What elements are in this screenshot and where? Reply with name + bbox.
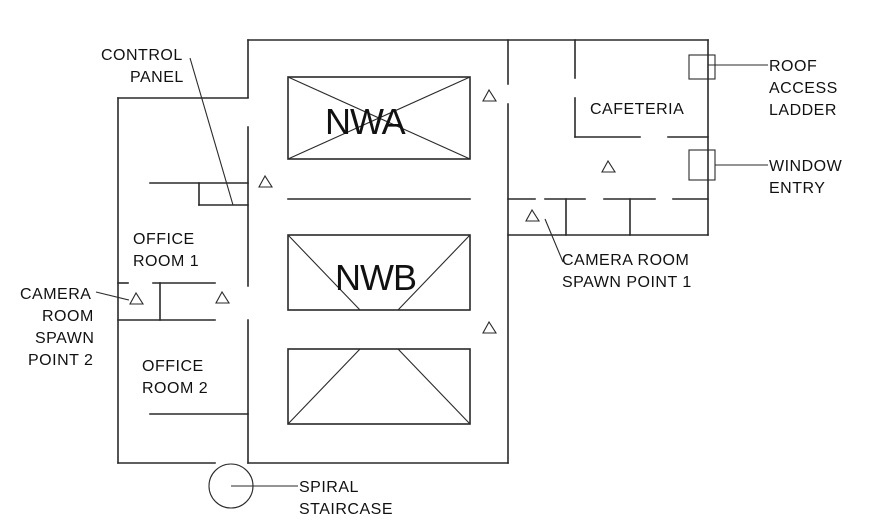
svg-text:SPAWN: SPAWN xyxy=(35,330,94,347)
storage-box[interactable] xyxy=(287,348,471,425)
cafeteria-label: CAFETERIA xyxy=(590,101,684,118)
triangle-marker-icon xyxy=(482,88,498,102)
svg-text:ROOM: ROOM xyxy=(42,308,94,325)
triangle-marker-icon xyxy=(601,159,617,173)
triangle-marker-icon xyxy=(129,291,145,305)
triangle-marker-icon xyxy=(525,208,541,222)
svg-text:ACCESS: ACCESS xyxy=(769,80,838,97)
office-room-2-label: OFFICE ROOM 2 xyxy=(142,358,208,397)
svg-text:SPAWN POINT 1: SPAWN POINT 1 xyxy=(562,274,692,291)
triangle-markers xyxy=(129,88,617,334)
triangle-marker-icon xyxy=(215,290,231,304)
svg-text:OFFICE: OFFICE xyxy=(142,358,204,375)
central-building-walls xyxy=(247,39,709,464)
camera-room-spawn-point-2-label: CAMERA ROOM SPAWN POINT 2 xyxy=(20,286,94,369)
nwa-label: NWA xyxy=(325,101,406,142)
svg-text:CAMERA: CAMERA xyxy=(20,286,91,303)
west-wing-walls xyxy=(117,97,249,464)
svg-text:ROOM 1: ROOM 1 xyxy=(133,253,199,270)
spawn-2-leader xyxy=(95,291,130,301)
camera-room-spawn-point-1-label: CAMERA ROOM SPAWN POINT 1 xyxy=(562,252,692,291)
roof-access-ladder-label: ROOF ACCESS LADDER xyxy=(769,58,838,119)
roof-access-ladder-icon[interactable] xyxy=(688,54,716,80)
svg-text:STAIRCASE: STAIRCASE xyxy=(299,501,393,518)
control-panel-leader xyxy=(189,57,234,206)
nwb-box[interactable]: NWB xyxy=(287,234,471,311)
svg-text:OFFICE: OFFICE xyxy=(133,231,195,248)
svg-text:CAMERA ROOM: CAMERA ROOM xyxy=(562,252,689,269)
svg-text:PANEL: PANEL xyxy=(130,69,184,86)
window-entry-label: WINDOW ENTRY xyxy=(769,158,843,197)
svg-text:SPIRAL: SPIRAL xyxy=(299,479,359,496)
svg-text:WINDOW: WINDOW xyxy=(769,158,843,175)
svg-text:POINT 2: POINT 2 xyxy=(28,352,93,369)
window-entry-icon[interactable] xyxy=(688,149,716,181)
svg-text:LADDER: LADDER xyxy=(769,102,837,119)
svg-text:CONTROL: CONTROL xyxy=(101,47,183,64)
triangle-marker-icon xyxy=(258,174,274,188)
triangle-marker-icon xyxy=(482,320,498,334)
svg-text:ROOM 2: ROOM 2 xyxy=(142,380,208,397)
svg-text:ROOF: ROOF xyxy=(769,58,817,75)
spiral-staircase-label: SPIRAL STAIRCASE xyxy=(299,479,393,518)
svg-text:ENTRY: ENTRY xyxy=(769,180,825,197)
east-wing-walls xyxy=(507,39,709,236)
nwb-label: NWB xyxy=(335,257,416,298)
nwa-box[interactable]: NWA xyxy=(287,76,471,160)
spawn-1-leader xyxy=(544,218,564,263)
control-panel-label: CONTROL PANEL xyxy=(101,47,184,86)
office-room-1-label: OFFICE ROOM 1 xyxy=(133,231,199,270)
